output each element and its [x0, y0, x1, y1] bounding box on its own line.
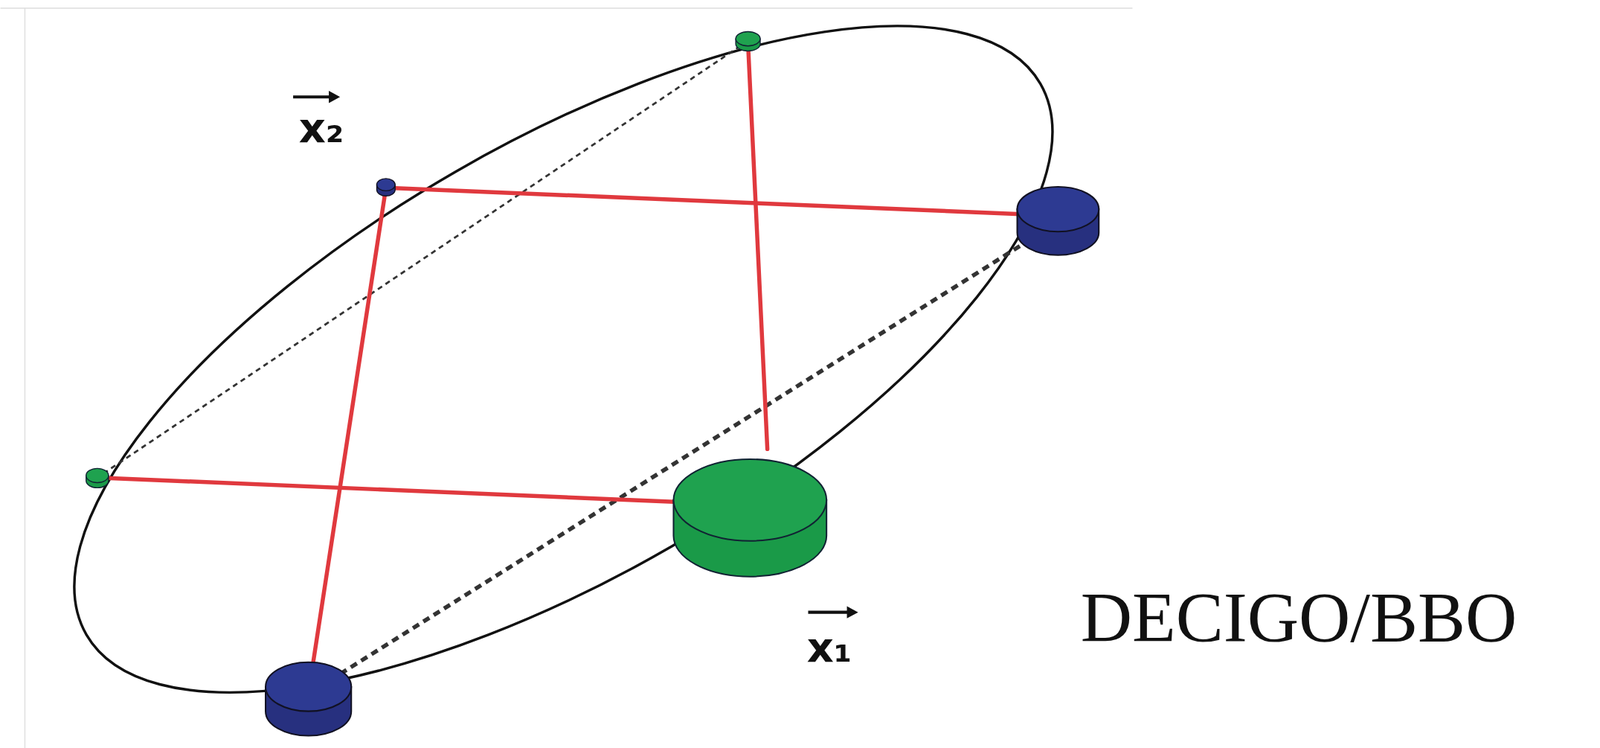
spacecraft-disc: [377, 178, 396, 196]
vector-arrow: [293, 90, 340, 103]
spacecraft-disc: [86, 467, 109, 488]
top-rule: [0, 7, 1133, 9]
dashed-link: [316, 226, 1052, 689]
position-label: x₁: [807, 626, 853, 668]
orbit-ellipse: [0, 0, 1149, 748]
spacecraft-disc: [1017, 186, 1100, 256]
laser-links: [97, 43, 1026, 674]
mission-name: DECIGO/BBO: [1080, 581, 1518, 654]
spacecraft-disc: [735, 31, 761, 52]
dashed-link: [97, 40, 749, 478]
vector-arrow: [807, 605, 858, 618]
left-rule: [24, 8, 26, 748]
spacecraft-disc: [265, 662, 352, 736]
position-label: x₂: [299, 107, 345, 149]
spacecraft-disc: [673, 458, 827, 577]
